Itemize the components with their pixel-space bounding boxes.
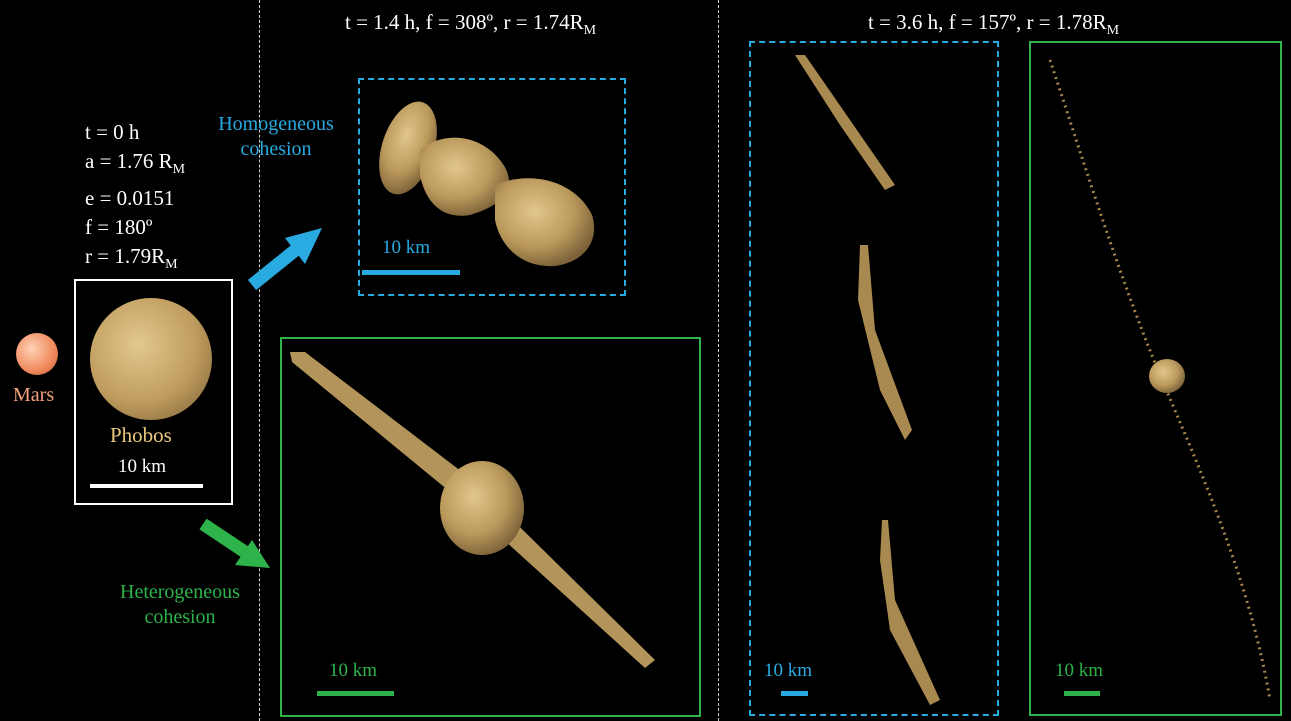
param-a: a = 1.76 RM bbox=[85, 149, 186, 178]
heterogeneous-box bbox=[280, 337, 701, 717]
green-arrow bbox=[199, 518, 270, 568]
phobos-initial-box bbox=[74, 279, 233, 505]
heterogeneous-late-scale-bar bbox=[1064, 691, 1100, 696]
homogeneous-scale-label: 10 km bbox=[382, 237, 431, 258]
mars-label: Mars bbox=[13, 384, 55, 406]
blue-arrow bbox=[247, 228, 322, 291]
separator-left bbox=[259, 0, 260, 721]
phobos-body bbox=[90, 298, 212, 420]
homogeneous-late-scale-label: 10 km bbox=[764, 660, 813, 681]
heterogeneous-late-box bbox=[1029, 41, 1282, 716]
homogeneous-late-box bbox=[749, 41, 999, 716]
separator-right bbox=[718, 0, 719, 721]
header-right: t = 3.6 h, f = 157º, r = 1.78RM bbox=[868, 10, 1120, 39]
homogeneous-late-scale-bar bbox=[781, 691, 808, 696]
phobos-scale-label: 10 km bbox=[118, 456, 167, 477]
heterogeneous-late-scale-label: 10 km bbox=[1055, 660, 1104, 681]
param-t: t = 0 h bbox=[85, 120, 140, 144]
mars-planet bbox=[16, 333, 58, 375]
homogeneous-scale-bar bbox=[362, 270, 460, 275]
heterogeneous-scale-label: 10 km bbox=[329, 660, 378, 681]
header-middle: t = 1.4 h, f = 308º, r = 1.74RM bbox=[345, 10, 597, 39]
param-f: f = 180º bbox=[85, 215, 153, 240]
homogeneous-box bbox=[358, 78, 626, 296]
initial-parameters: t = 0 h a = 1.76 RM e = 0.0151 f = 180º … bbox=[85, 118, 185, 279]
param-r: r = 1.79RM bbox=[85, 244, 178, 273]
param-e: e = 0.0151 bbox=[85, 186, 175, 211]
heterogeneous-scale-bar bbox=[317, 691, 394, 696]
phobos-label: Phobos bbox=[110, 423, 172, 447]
phobos-scale-bar bbox=[90, 484, 203, 488]
